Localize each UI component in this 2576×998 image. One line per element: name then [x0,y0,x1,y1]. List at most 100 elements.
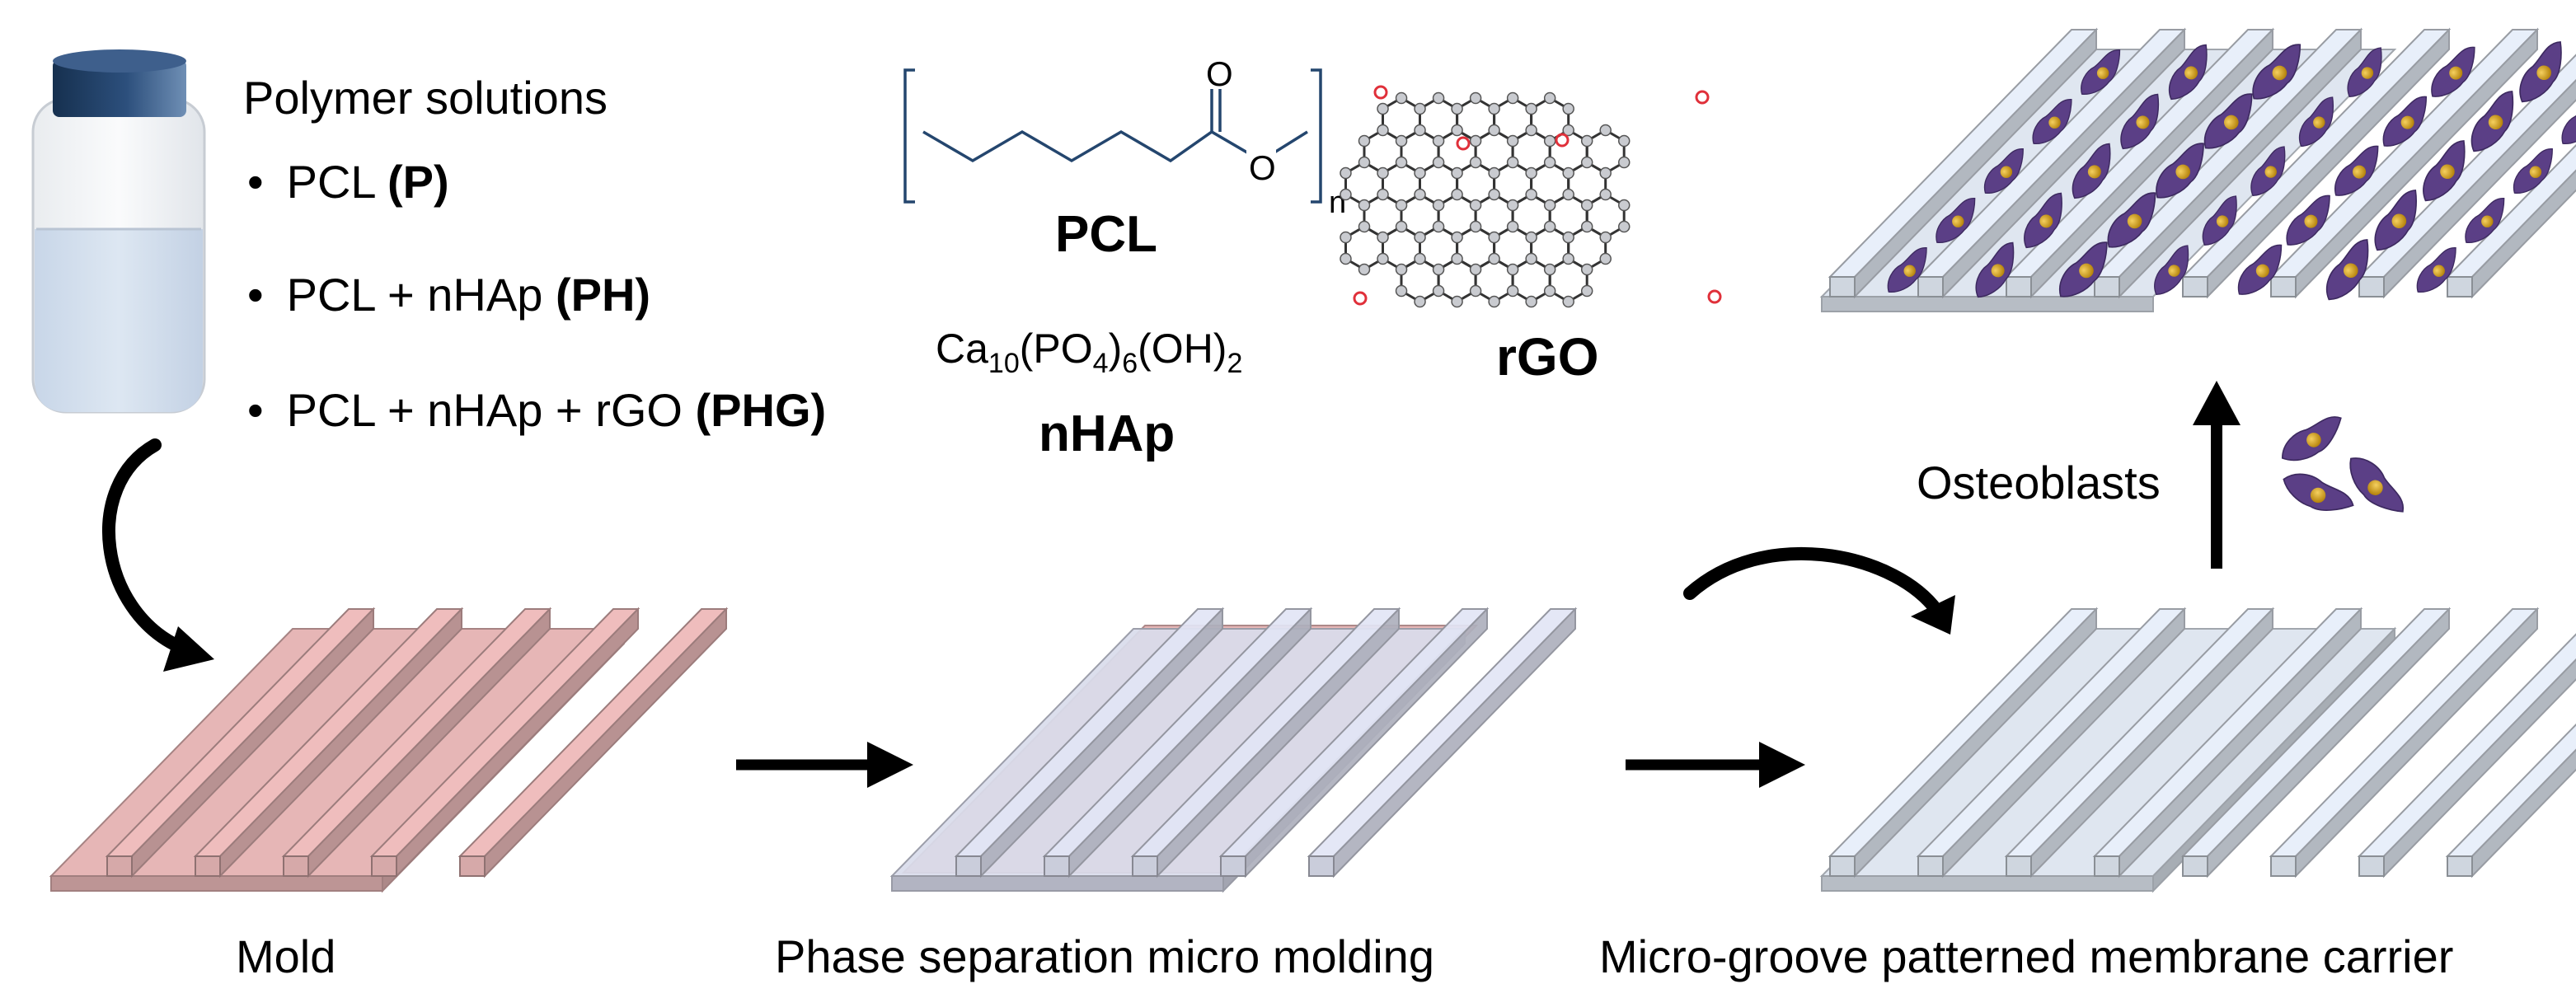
groove-ridge [1828,27,2099,299]
carbon-atom [1580,220,1593,233]
groove-ridge [1828,607,2099,879]
groove-ridge [2180,27,2452,299]
carbon-atom [1340,166,1352,180]
carbon-atom [1506,263,1519,276]
carbon-atom [1599,124,1612,137]
carbon-atom [1469,156,1482,169]
oxygen-group [1707,289,1722,304]
groove-ridge [1916,607,2187,879]
carbon-atom [1506,134,1519,148]
carbon-atom [1358,199,1371,212]
carbon-atom [1543,199,1556,212]
carbon-atom [1451,166,1463,180]
carbon-atom [1469,220,1482,233]
osteoblast-cell [2334,145,2379,196]
carbon-atom [1469,284,1482,298]
rgo-lattice [1340,85,1722,308]
carbon-atom [1469,134,1482,148]
carbon-atom [1432,91,1445,105]
osteoblast-cell [2154,245,2189,296]
osteoblast-cell [2168,44,2208,101]
carbon-atom [1562,295,1574,308]
carbon-atom [1432,284,1445,298]
osteoblast-cell [2250,146,2286,197]
carbon-atom [1488,166,1500,180]
carbon-atom [1395,220,1408,233]
carbon-atom [1562,124,1574,137]
carbon-atom [1451,124,1463,137]
groove-ridge [1218,607,1490,879]
carbon-atom [1377,102,1389,115]
carbon-ring [1344,225,1384,271]
osteoblast-cell [2237,244,2283,295]
polymer-heading: Polymer solutions [243,72,608,124]
carbon-atom [1414,102,1426,115]
groove-ridge [2092,27,2363,299]
oxygen-group [1373,85,1388,100]
carbon-atom [1543,156,1556,169]
carbon-atom [1340,231,1352,244]
carrier-label: Micro-groove patterned membrane carrier [1599,930,2453,982]
carbon-atom [1599,252,1612,265]
carbon-atom [1525,231,1537,244]
pcl-carbonyl-o: O [1206,54,1233,93]
groove-ridge [2004,607,2275,879]
carbon-atom [1377,124,1389,137]
carbon-atom [1562,231,1574,244]
polymer-item-phg: •PCL + nHAp + rGO (PHG) [247,384,826,436]
groove-ridge [193,607,464,879]
carbon-atom [1395,284,1408,298]
pcl-label: PCL [1055,206,1157,263]
carbon-atom [1543,220,1556,233]
osteoblast-cell [1983,148,2024,194]
carbon-atom [1451,102,1463,115]
carbon-atom [1525,166,1537,180]
carbon-atom [1414,188,1426,201]
groove-ridge [369,607,640,879]
osteoblast-cell [2416,247,2456,293]
carbon-atom [1451,188,1463,201]
carbon-atom [1469,263,1482,276]
carbon-ring [1400,257,1440,303]
osteoblast-cell [2072,143,2111,199]
osteoblast-cell [2465,198,2505,243]
mold-plate [49,607,729,893]
osteoblast-cell [2281,416,2342,462]
carbon-atom [1599,166,1612,180]
groove-ridge [1916,27,2187,299]
carbon-atom [1488,295,1500,308]
osteoblast-cell [1887,247,1927,293]
carbon-atom [1488,231,1500,244]
polymer-bottle-icon [31,49,206,414]
carbon-atom [1469,199,1482,212]
carbon-atom [1580,199,1593,212]
membrane-carrier-plate [1819,607,2576,893]
carbon-ring [1437,257,1477,303]
oxygen-group [1695,90,1710,105]
groove-ridge [1130,607,1401,879]
osteoblast-cell [2059,241,2108,298]
carbon-atom [1432,263,1445,276]
groove-ridge [2357,54,2576,299]
carbon-atom [1432,156,1445,169]
carbon-atom [1377,188,1389,201]
osteoblast-cell [2032,99,2072,144]
osteoblast-cell [2347,47,2382,98]
osteoblast-cell [2107,192,2156,248]
carbon-atom [1414,124,1426,137]
seeded-membrane-plate [1819,27,2576,312]
osteoblast-cell [2156,143,2204,199]
carbon-atom [1580,284,1593,298]
osteoblast-cell [1936,198,1976,243]
groove-ridge [2004,27,2275,299]
carbon-atom [1525,102,1537,115]
carbon-atom [1617,199,1631,212]
carbon-atom [1395,199,1408,212]
carbon-atom [1451,295,1463,308]
arrow-mold-to-molding [736,742,913,788]
groove-ridge [2180,607,2452,879]
osteoblast-cell [2423,140,2466,202]
carbon-atom [1451,252,1463,265]
plate-front [1821,296,2154,312]
